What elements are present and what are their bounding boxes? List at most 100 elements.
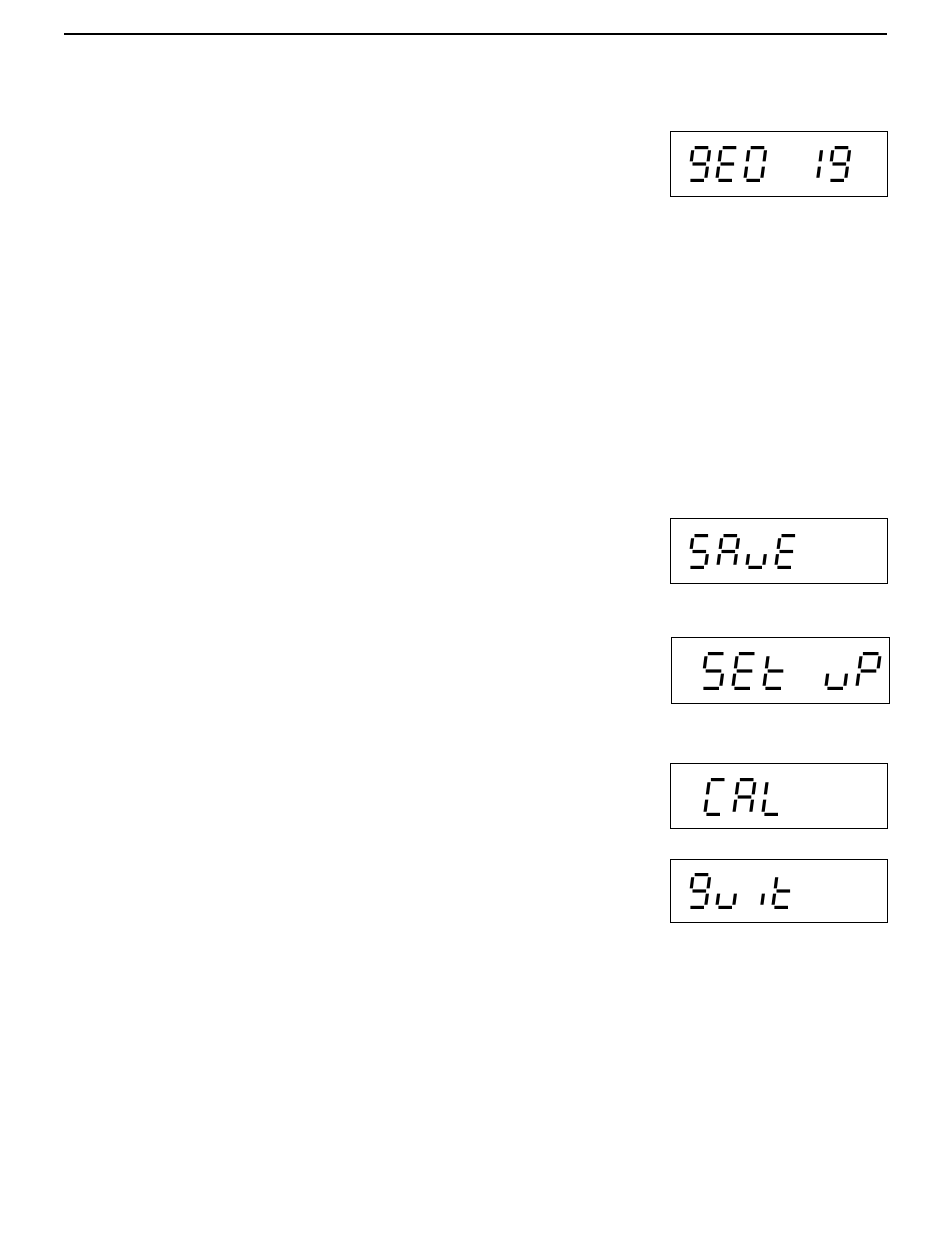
lcd-segment [762, 800, 767, 812]
lcd-segment [738, 795, 752, 798]
lcd-segment [765, 656, 770, 668]
lcd-segment [706, 669, 722, 672]
lcd-segment [722, 550, 736, 553]
lcd-segment [777, 538, 782, 549]
lcd-segment [695, 534, 709, 537]
lcd-segment [719, 538, 724, 549]
lcd-segment [724, 534, 738, 537]
lcd-segment [734, 687, 750, 690]
lcd-segment [877, 656, 882, 668]
lcd-segment [830, 179, 844, 182]
lcd-segment [704, 554, 709, 565]
lcd-display-geo: 9EO 19 [670, 131, 888, 197]
lcd-segment [693, 162, 707, 165]
lcd-segment [782, 534, 796, 537]
lcd-segment [718, 179, 732, 182]
lcd-display-save: SAuE [670, 518, 888, 584]
lcd-segment [735, 538, 740, 549]
lcd-segment [695, 146, 709, 149]
lcd-segment [718, 150, 723, 161]
lcd-segment [863, 652, 879, 655]
lcd-segment [760, 894, 765, 905]
lcd-segment [707, 877, 712, 888]
lcd-display-quit: 9uit [670, 859, 888, 923]
lcd-segment [833, 162, 847, 165]
lcd-segment [762, 554, 767, 565]
lcd-segment [721, 162, 735, 165]
lcd-segment [708, 652, 724, 655]
lcd-segment [777, 566, 791, 569]
lcd-segment [774, 877, 779, 888]
lcd-segments [671, 860, 889, 924]
lcd-segment [735, 782, 740, 794]
lcd-segment [739, 652, 755, 655]
lcd-segment [861, 669, 877, 672]
lcd-segment [830, 150, 835, 161]
lcd-segment [690, 906, 704, 909]
lcd-segment [706, 813, 720, 816]
lcd-segment [746, 150, 751, 161]
lcd-segment [858, 656, 863, 668]
lcd-segment [765, 687, 781, 690]
lcd-segment [716, 894, 721, 905]
lcd-segment [772, 894, 777, 905]
lcd-segment [844, 167, 849, 178]
lcd-segment [733, 554, 738, 565]
lcd-segment [746, 179, 760, 182]
lcd-segment [760, 167, 765, 178]
lcd-segment [723, 146, 737, 149]
lcd-segment [693, 550, 707, 553]
header-rule [64, 33, 887, 35]
lcd-display-setup: SEt uP [671, 637, 890, 704]
lcd-segment [775, 554, 780, 565]
lcd-segment [704, 894, 709, 905]
lcd-segment [751, 146, 765, 149]
lcd-segment [825, 674, 830, 686]
lcd-segments [671, 519, 889, 585]
lcd-segment [744, 167, 749, 178]
lcd-segment [732, 894, 737, 905]
lcd-segment [706, 782, 711, 794]
lcd-segment [732, 674, 737, 686]
lcd-segment [856, 674, 861, 686]
lcd-segment [763, 150, 768, 161]
lcd-segment [734, 656, 739, 668]
lcd-segments [671, 764, 889, 830]
lcd-segments [671, 132, 889, 198]
lcd-segment [711, 778, 725, 781]
lcd-segment [748, 566, 762, 569]
lcd-segment [749, 800, 754, 812]
lcd-segment [819, 150, 824, 161]
lcd-segment [740, 778, 754, 781]
lcd-segment [690, 538, 695, 549]
lcd-segment [763, 674, 768, 686]
lcd-segment [695, 873, 709, 876]
lcd-segment [847, 150, 852, 161]
lcd-segment [746, 554, 751, 565]
lcd-display-cal: CAL [670, 763, 888, 829]
lcd-segment [719, 674, 724, 686]
lcd-segment [774, 906, 788, 909]
lcd-segment [764, 782, 769, 794]
lcd-segment [718, 906, 732, 909]
lcd-segment [733, 800, 738, 812]
lcd-segment [777, 889, 791, 892]
lcd-segment [703, 656, 708, 668]
lcd-segment [752, 782, 757, 794]
lcd-segment [690, 179, 704, 182]
lcd-segment [716, 167, 721, 178]
lcd-segment [717, 554, 722, 565]
lcd-segment [737, 669, 753, 672]
lcd-segment [768, 669, 784, 672]
lcd-segment [693, 889, 707, 892]
lcd-segment [835, 146, 849, 149]
lcd-segment [703, 687, 719, 690]
lcd-segment [816, 167, 821, 178]
lcd-segment [704, 167, 709, 178]
lcd-segment [843, 674, 848, 686]
lcd-segment [690, 150, 695, 161]
lcd-segment [690, 566, 704, 569]
lcd-segments [672, 638, 891, 705]
lcd-segment [780, 550, 794, 553]
lcd-segment [690, 877, 695, 888]
